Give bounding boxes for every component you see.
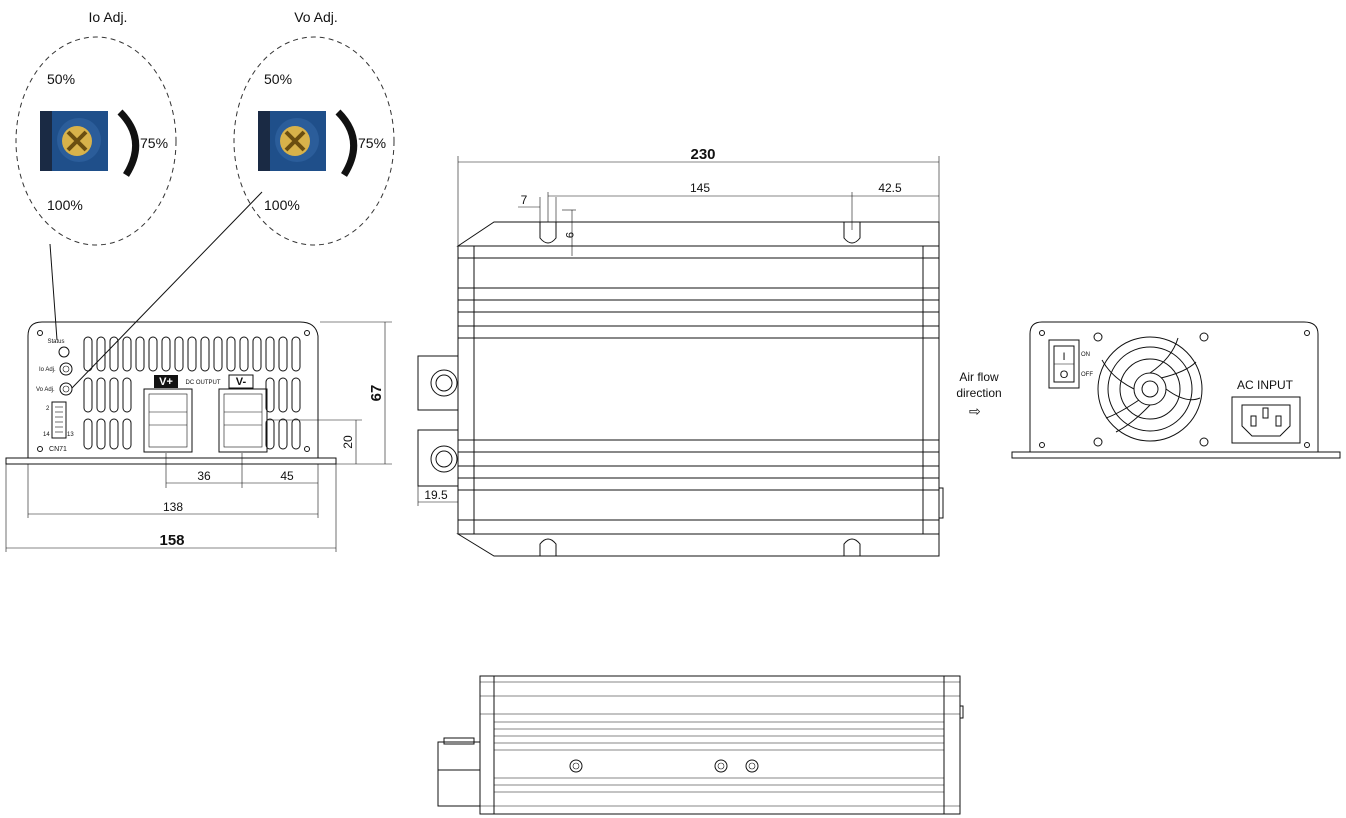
io-adj-pot [59, 362, 73, 376]
io-adj-title: Io Adj. [89, 9, 128, 25]
cn71-label: CN71 [49, 446, 67, 453]
vo-knob-icon [258, 111, 326, 171]
dim-230: 230 [690, 146, 715, 163]
top-dim-lines [417, 156, 940, 506]
io-knob-icon [40, 111, 108, 171]
io-adj-label: Io Adj. [39, 367, 56, 373]
vo-adj-pot [59, 382, 73, 396]
dc-output-label: DC OUTPUT [186, 380, 221, 386]
vminus-label: V- [236, 376, 247, 388]
side-screws [569, 759, 759, 773]
io-75-label: 75% [140, 135, 168, 151]
io-100-label: 100% [47, 197, 83, 213]
io-callout-circle [15, 36, 177, 246]
vo-75-label: 75% [358, 135, 386, 151]
dim-67: 67 [368, 385, 385, 402]
top-housing [457, 245, 940, 535]
vo-leader-line [71, 191, 263, 389]
dim-145: 145 [690, 181, 710, 195]
dim-36: 36 [197, 469, 211, 483]
vo-adj-title: Vo Adj. [294, 9, 338, 25]
dim-19-5: 19.5 [424, 488, 448, 502]
vplus-terminal [143, 388, 193, 453]
rear-housing [1029, 321, 1319, 453]
io-range-arc [117, 109, 140, 177]
front-vent-slots [83, 336, 301, 450]
vo-100-label: 100% [264, 197, 300, 213]
io-leader-line [49, 243, 58, 341]
front-base-flange [5, 457, 337, 465]
power-switch [1048, 339, 1080, 389]
vminus-terminal [218, 388, 268, 453]
dim-45: 45 [280, 469, 294, 483]
airflow-arrow-icon: ⇨ [969, 403, 981, 419]
dim-42-5: 42.5 [878, 181, 902, 195]
top-output-terminals [417, 355, 459, 487]
off-label: OFF [1081, 372, 1093, 378]
front-dim-lines [5, 321, 392, 552]
switch-on-symbol: I [1062, 351, 1065, 363]
ac-input-label: AC INPUT [1237, 378, 1294, 392]
vplus-badge [154, 375, 178, 388]
io-adj-callout: Io Adj. 50% 75% 100% [15, 9, 177, 341]
vo-50-label: 50% [264, 71, 292, 87]
ac-inlet-icon [1231, 396, 1301, 444]
fan-grille-icon [1097, 336, 1203, 442]
on-label: ON [1081, 352, 1090, 358]
front-view: Status Io Adj. Vo Adj. 2 14 13 CN71 [5, 321, 392, 552]
mounting-slots [539, 222, 861, 556]
dim-20: 20 [341, 435, 355, 449]
top-view: 230 145 42.5 7 9 19.5 [417, 146, 944, 557]
vminus-badge [228, 374, 254, 389]
dim-9: 9 [563, 232, 575, 238]
side-fins [480, 681, 960, 807]
vo-callout-circle [233, 36, 395, 246]
pin-2-label: 2 [46, 406, 50, 412]
airflow-line2: direction [956, 386, 1001, 400]
vo-adj-label: Vo Adj. [36, 387, 55, 393]
rear-view: I O ON OFF AC INPUT [1011, 321, 1341, 459]
status-label: Status [47, 339, 64, 345]
pin-14-label: 14 [43, 432, 50, 438]
vo-range-arc [335, 109, 358, 177]
side-housing [479, 675, 961, 815]
airflow-line1: Air flow [959, 370, 999, 384]
front-housing [27, 321, 319, 459]
top-fins [458, 246, 939, 534]
pin-13-label: 13 [67, 432, 74, 438]
vo-adj-callout: Vo Adj. 50% 75% 100% [71, 9, 395, 389]
dim-7: 7 [521, 193, 528, 207]
io-50-label: 50% [47, 71, 75, 87]
switch-off-symbol: O [1060, 369, 1069, 381]
cn71-connector [51, 401, 67, 439]
status-led [58, 346, 70, 358]
vplus-label: V+ [159, 376, 173, 388]
dim-158: 158 [159, 532, 184, 549]
airflow-note: Air flow direction ⇨ [956, 370, 1001, 419]
side-view [437, 675, 964, 815]
rear-base-flange [1011, 451, 1341, 459]
side-output-terminal [437, 737, 481, 807]
dim-138: 138 [163, 500, 183, 514]
